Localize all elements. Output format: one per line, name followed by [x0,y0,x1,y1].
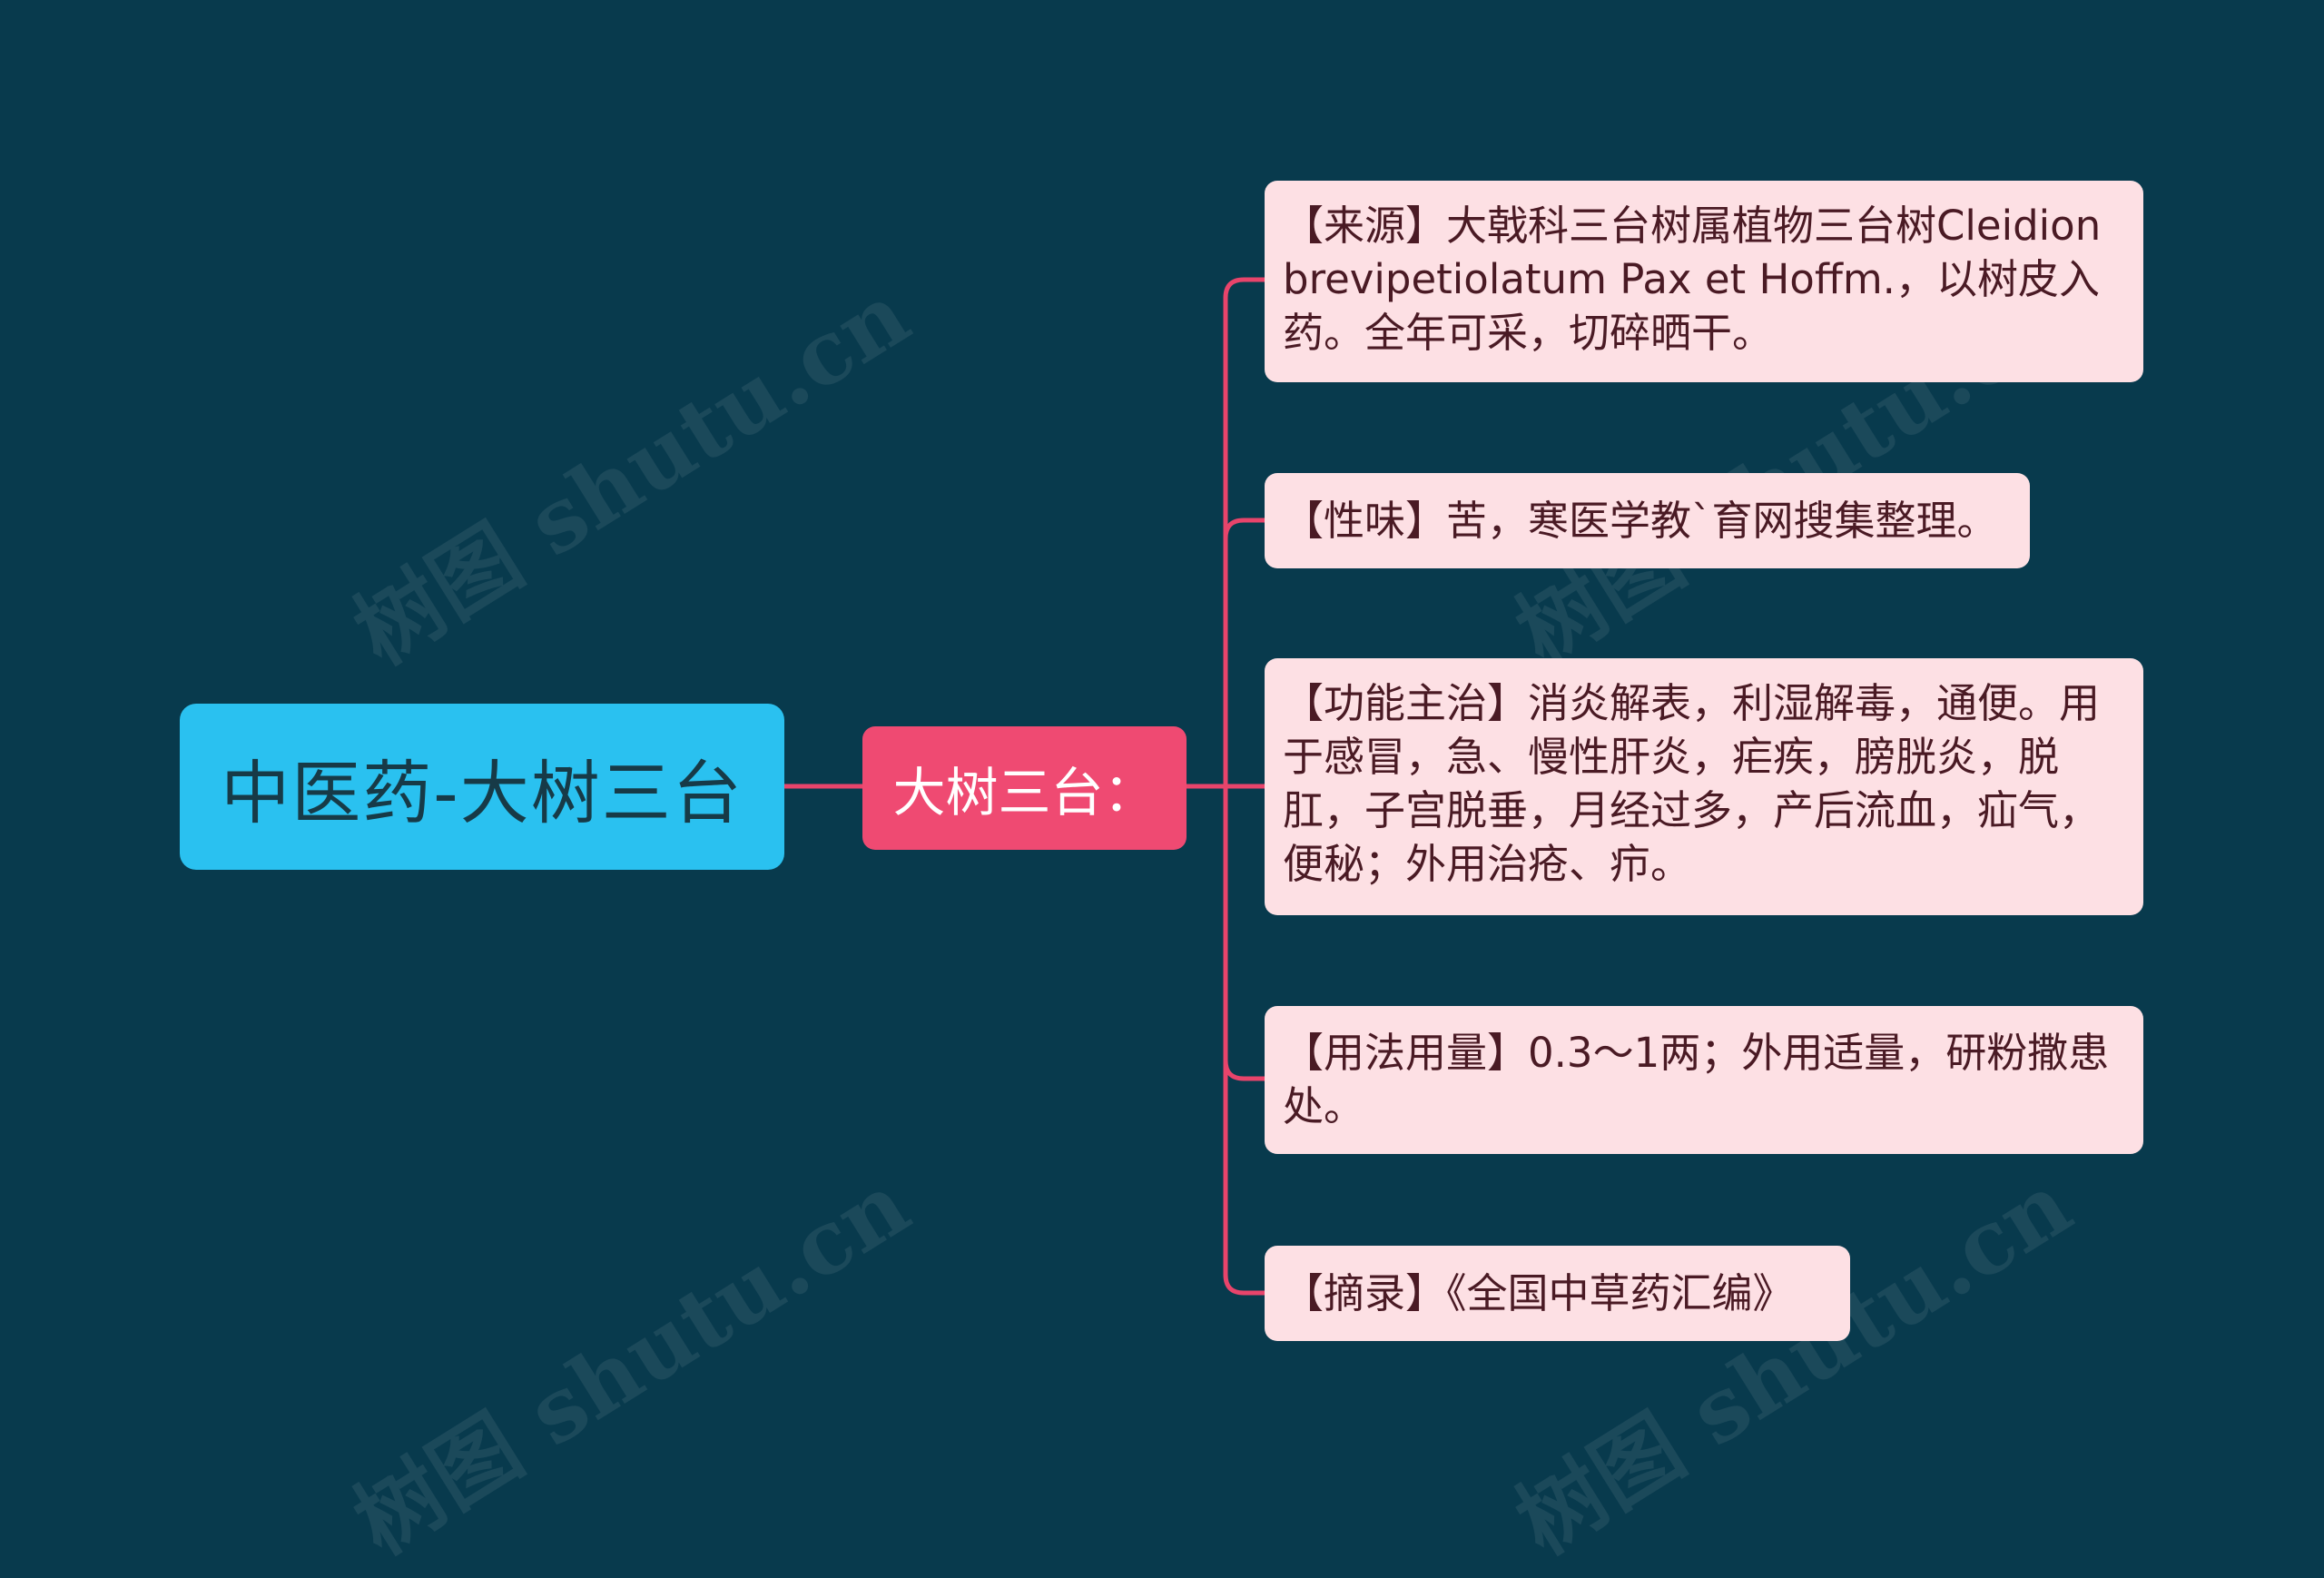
leaf-topic-text: 【摘录】《全国中草药汇编》 [1283,1269,1794,1317]
leaf-topic-text: 【功能主治】消炎解表，利湿解毒，通便。用于感冒，急、慢性肝炎，疟疾，膀胱炎，脱肛… [1283,679,2101,888]
root-topic[interactable]: 中医药-大树三台 [180,704,784,870]
connector-lines [782,277,1267,1296]
root-topic-label: 中医药-大树三台 [221,752,743,833]
leaf-topic-taste[interactable]: 【性味】苦，寒医学教`育网搜集整理。 [1265,473,2030,568]
branch-topic-label: 大树三台： [892,762,1157,824]
leaf-2-connector [1223,518,1267,541]
leaf-5-connector [1223,1272,1267,1296]
leaf-topic-text: 【性味】苦，寒医学教`育网搜集整理。 [1283,497,1998,545]
leaf-1-connector [1223,277,1267,301]
leaf-topic-source[interactable]: 【来源】大戟科三台树属植物三台树Cleidion brevipetiolatum… [1265,181,2143,382]
leaf-topic-dosage[interactable]: 【用法用量】0.3～1两；外用适量，研粉撒患处。 [1265,1006,2143,1154]
leaf-topic-text: 【来源】大戟科三台树属植物三台树Cleidion brevipetiolatum… [1283,202,2102,357]
leaf-4-connector [1223,1058,1267,1081]
leaf-topic-indications[interactable]: 【功能主治】消炎解表，利湿解毒，通便。用于感冒，急、慢性肝炎，疟疾，膀胱炎，脱肛… [1265,658,2143,915]
leaf-topic-excerpt[interactable]: 【摘录】《全国中草药汇编》 [1265,1246,1850,1341]
leaf-topic-text: 【用法用量】0.3～1两；外用适量，研粉撒患处。 [1283,1029,2110,1130]
branch-topic[interactable]: 大树三台： [862,726,1187,850]
